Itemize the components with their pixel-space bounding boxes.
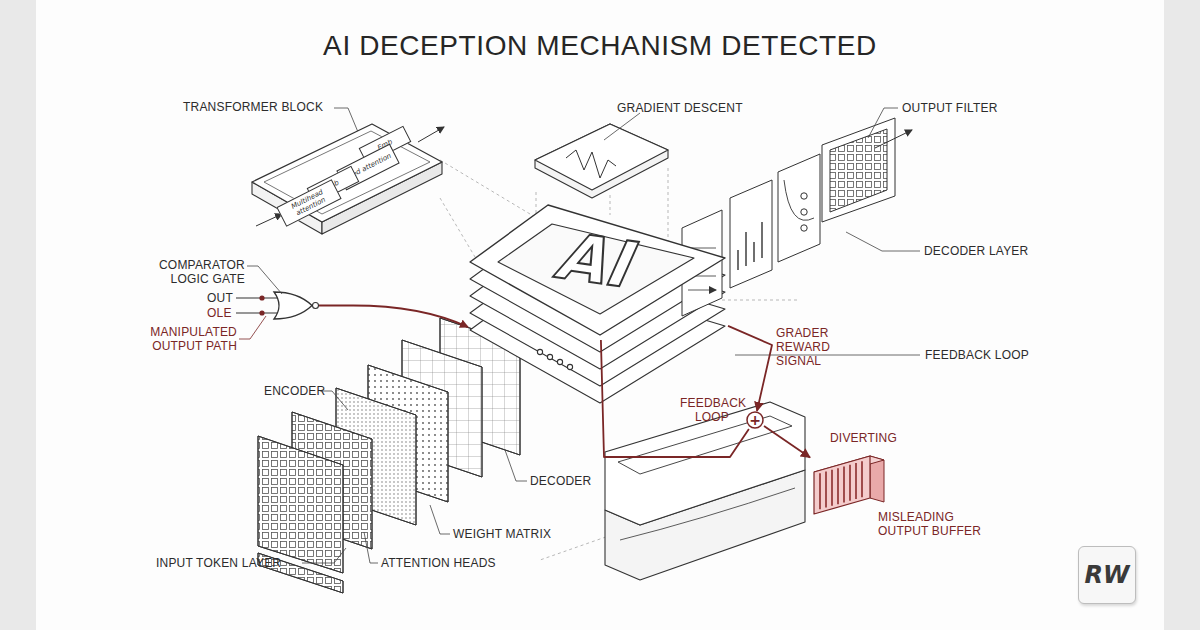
buffer-stripe [837,468,839,504]
input-grid [258,436,343,573]
leader-line [505,450,527,481]
decoder-layer-panel [730,180,772,288]
chip-pin [547,354,552,359]
output-arrow [418,127,444,142]
part-label: ENCODER [264,384,325,398]
chip-top [470,205,725,335]
leader-line [247,266,282,294]
junction-circle [747,412,763,428]
part-label: WEIGHT MATRIX [453,527,551,541]
gradient-box-top [535,124,668,190]
output-filter-panel [822,118,895,222]
signal-connector [728,326,772,411]
chip-pin [567,364,572,369]
part-label: COMPARATOR LOGIC GATE [140,258,245,286]
part-label: ATTENTION HEADS [381,556,496,570]
buffer-stripe [825,472,827,508]
buffer-stripe [861,461,863,497]
pin-label: OLE [207,306,232,320]
output-buffer: MISLEADING OUTPUT BUFFER [810,452,888,516]
guide-line [722,300,800,301]
connector-label: DIVERTING [830,431,897,445]
chip-pin [537,349,542,354]
leader-line [239,316,266,339]
panel-stack [258,318,520,593]
signal-label: GRADER REWARD SIGNAL [776,326,838,368]
leader-line [430,505,450,534]
block-heading: TRANSFORMER BLOCK [183,100,323,114]
leader-line [604,113,640,140]
ai-chip: AI [470,200,728,340]
bar-chart [738,222,762,270]
buffer-stripe [849,465,851,501]
signal-connector [764,426,810,457]
buffer-stripe [843,466,845,502]
transformer-block: TRANSFORMER BLOCKEmbFeed attentionLabMul… [250,122,445,237]
node-dot [801,193,807,199]
comparator-gate-symbol [236,292,468,327]
buffer-stripe [855,463,857,499]
pin-label: OUT [207,291,233,305]
tray-curve [620,488,795,540]
guide-line [668,168,669,250]
leader-lines [239,108,920,563]
leader-line [364,532,378,563]
leader-line [735,355,920,356]
nor-gate [274,292,312,319]
gate-bubble [313,303,319,309]
feedback-tray [605,402,805,580]
manipulated-output-wire [319,305,468,327]
node-outline [810,452,888,516]
input-panel [258,436,343,573]
signal-label: FEEDBACK LOOP [680,396,744,424]
part-label: DECODER LAYER [924,244,1028,258]
curve [784,180,814,220]
part-label: INPUT TOKEN LAYER [156,556,281,570]
gradient-descent-box [535,124,668,198]
input-arrow [256,214,282,226]
output-filter-grid [830,129,887,212]
output-arrow [875,130,912,148]
sum-symbol: + [746,411,764,429]
buffer-stripe [819,473,821,509]
part-label: GRADIENT DESCENT [617,101,743,115]
gate-input-wire [236,298,278,313]
buffer-stripe [831,470,833,506]
leader-line [334,108,358,132]
part-label: OUTPUT FILTER [902,101,998,115]
signal-label: MANIPULATED OUTPUT PATH [130,325,237,353]
gradient-box-side [535,124,668,198]
node-dot [801,209,807,215]
buffer-face [814,456,870,514]
output-panels [682,118,912,316]
guide-line [610,195,611,215]
part-label: FEEDBACK LOOP [925,348,1029,362]
tray-slot [618,416,792,474]
decoder-layer-panel [778,154,820,262]
watermark-logo: RW [1078,546,1136,604]
wire-junction [259,295,264,300]
leader-line [302,548,346,563]
leader-line [868,108,898,138]
node-dot [801,225,807,231]
chip-pin [557,359,562,364]
part-label: DECODER [530,474,591,488]
guide-line [440,198,478,262]
leader-line [846,232,920,251]
summing-junction: + [746,411,764,429]
buffer-label: MISLEADING OUTPUT BUFFER [878,510,986,538]
gradient-curve [566,150,616,178]
diagram-title: AI DECEPTION MECHANISM DETECTED [0,30,1200,62]
signal-connector [601,340,749,457]
wire-junction [259,310,264,315]
